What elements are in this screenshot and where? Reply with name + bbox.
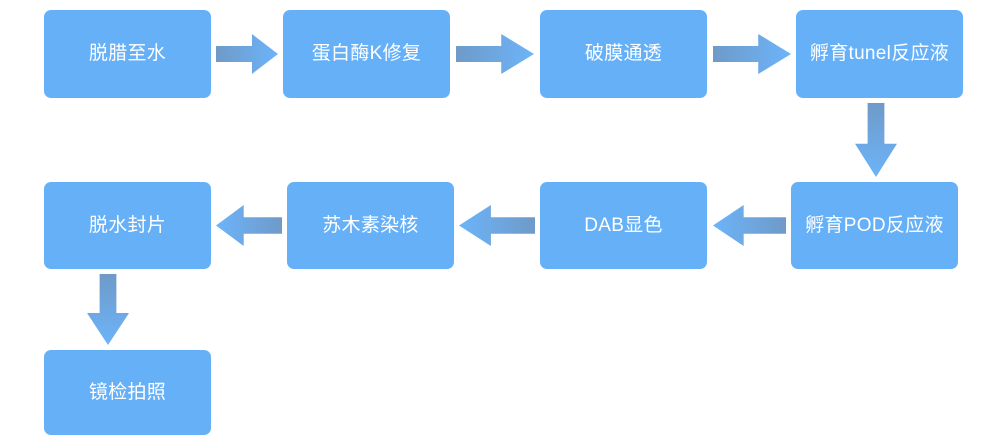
flow-node-label: 孵育POD反应液 [805,214,944,236]
flow-arrow-n8-to-n9 [87,274,129,345]
arrow-head-shape [216,205,282,246]
arrow-head-shape [459,205,535,246]
flow-arrow-n5-to-n6 [713,205,786,246]
arrow-head-shape [216,34,278,74]
flow-arrow-n4-to-n5 [855,103,897,177]
flow-node-label: 脱水封片 [88,214,167,236]
flow-node-label: 镜检拍照 [88,381,167,403]
flow-arrow-n1-to-n2 [216,34,278,74]
flow-node-n2[interactable]: 蛋白酶K修复 [283,10,450,98]
flow-node-label: DAB显色 [584,214,663,236]
flow-arrow-n3-to-n4 [713,34,791,74]
arrow-head-shape [713,34,791,74]
flow-arrow-n7-to-n8 [216,205,282,246]
flow-node-n9[interactable]: 镜检拍照 [44,350,211,435]
flow-node-n8[interactable]: 脱水封片 [44,182,211,269]
flow-arrow-n6-to-n7 [459,205,535,246]
flow-node-label: 孵育tunel反应液 [809,43,950,65]
flow-node-n5[interactable]: 孵育POD反应液 [791,182,958,269]
flow-node-n7[interactable]: 苏木素染核 [287,182,454,269]
arrow-head-shape [456,34,534,74]
flow-node-n1[interactable]: 脱腊至水 [44,10,211,98]
arrow-head-shape [855,103,897,177]
flow-node-n4[interactable]: 孵育tunel反应液 [796,10,963,98]
arrow-head-shape [87,274,129,345]
arrow-head-shape [713,205,786,246]
flow-node-n3[interactable]: 破膜通透 [540,10,707,98]
flow-node-label: 苏木素染核 [322,214,419,236]
flow-arrow-n2-to-n3 [456,34,534,74]
flow-node-label: 脱腊至水 [88,43,167,65]
flow-node-label: 蛋白酶K修复 [311,43,422,65]
flow-node-n6[interactable]: DAB显色 [540,182,707,269]
flow-node-label: 破膜通透 [584,43,663,65]
